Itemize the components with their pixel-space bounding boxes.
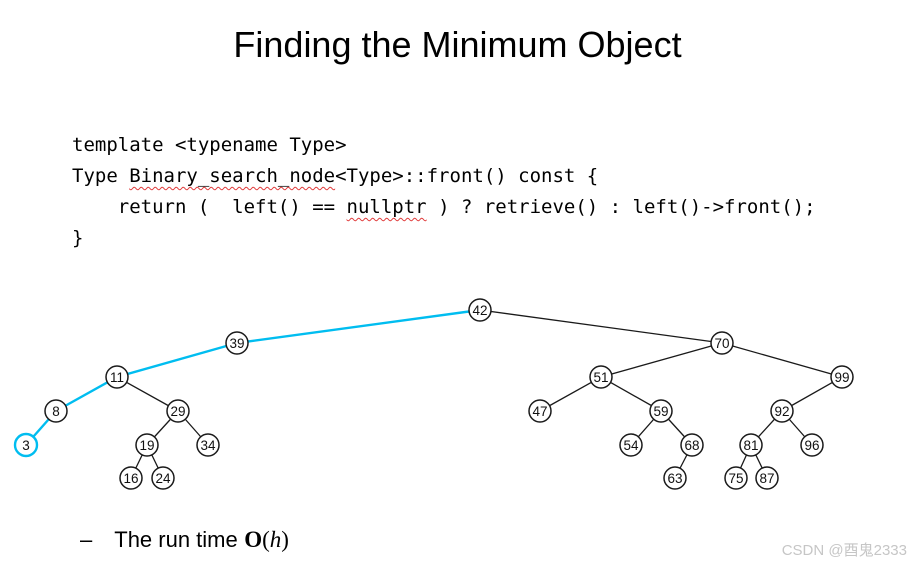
tree-edge-70-99 xyxy=(721,342,843,378)
tree-node-circle xyxy=(468,298,492,322)
run-time-bullet: – The run time O(h) xyxy=(80,527,289,553)
tree-node-value: 70 xyxy=(714,336,729,351)
tree-node-circle xyxy=(13,432,39,458)
tree-node-circle xyxy=(800,433,824,457)
code-line: template <typename Type> xyxy=(72,130,816,161)
height-variable: h xyxy=(269,527,282,552)
tree-node-value: 42 xyxy=(472,303,487,318)
tree-node-circle xyxy=(739,433,763,457)
tree-node-63: 63 xyxy=(663,466,687,490)
tree-node-51: 51 xyxy=(589,365,613,389)
tree-node-circle xyxy=(680,433,704,457)
tree-node-16: 16 xyxy=(119,466,143,490)
tree-node-circle xyxy=(649,399,673,423)
code-text: template <typename Type> xyxy=(72,134,347,156)
tree-node-circle xyxy=(44,399,68,423)
tree-node-value: 63 xyxy=(667,471,682,486)
slide-title: Finding the Minimum Object xyxy=(233,24,682,65)
tree-node-39: 39 xyxy=(225,331,249,355)
tree-node-circle xyxy=(724,466,748,490)
code-line: return ( left() == nullptr ) ? retrieve(… xyxy=(72,192,816,223)
tree-node-circle xyxy=(528,399,552,423)
code-block: template <typename Type> Type Binary_sear… xyxy=(72,130,816,254)
tree-node-circle xyxy=(151,466,175,490)
tree-node-circle xyxy=(225,331,249,355)
misspelled-word: nullptr xyxy=(346,196,427,218)
tree-node-value: 99 xyxy=(834,370,849,385)
tree-node-circle xyxy=(135,433,159,457)
tree-node-value: 29 xyxy=(170,404,185,419)
tree-node-value: 11 xyxy=(110,370,124,385)
code-text: ) ? retrieve() : left()->front(); xyxy=(426,196,816,218)
tree-node-value: 47 xyxy=(532,404,547,419)
tree-edge-42-39-highlighted xyxy=(235,308,482,345)
tree-node-99: 99 xyxy=(830,365,854,389)
tree-node-81: 81 xyxy=(739,433,763,457)
tree-node-circle xyxy=(105,365,129,389)
tree-node-circle xyxy=(755,466,779,490)
tree-node-value: 54 xyxy=(623,438,639,453)
code-text: <Type>::front() const { xyxy=(335,165,599,187)
tree-node-circle xyxy=(710,331,734,355)
big-o-notation: O xyxy=(244,527,263,552)
code-text: } xyxy=(72,227,84,249)
tree-node-value: 16 xyxy=(123,471,138,486)
watermark: CSDN @酉鬼2333 xyxy=(781,542,907,559)
code-line: } xyxy=(72,223,816,254)
tree-node-circle xyxy=(166,399,190,423)
tree-node-92: 92 xyxy=(770,399,794,423)
tree-node-value: 75 xyxy=(728,471,743,486)
tree-edge-39-11-highlighted xyxy=(115,341,239,379)
tree-node-circle xyxy=(619,433,643,457)
tree-node-value: 59 xyxy=(653,404,668,419)
tree-node-68: 68 xyxy=(680,433,704,457)
misspelled-word: Binary_search_node xyxy=(129,165,336,187)
tree-node-54: 54 xyxy=(619,433,643,457)
tree-edge-42-70 xyxy=(479,309,723,344)
bullet-text: The run time xyxy=(114,527,238,552)
tree-node-circle xyxy=(119,466,143,490)
tree-node-value: 68 xyxy=(684,438,699,453)
tree-node-3-highlighted: 3 xyxy=(13,432,39,458)
bullet-dash: – xyxy=(80,527,93,552)
paren-close: ) xyxy=(281,527,289,552)
tree-node-29: 29 xyxy=(166,399,190,423)
tree-node-value: 3 xyxy=(22,438,30,453)
tree-node-11: 11 xyxy=(105,365,129,389)
tree-node-value: 34 xyxy=(200,438,216,453)
tree-node-19: 19 xyxy=(135,433,159,457)
tree-node-circle xyxy=(663,466,687,490)
tree-node-circle xyxy=(589,365,613,389)
tree-node-value: 51 xyxy=(593,370,608,385)
tree-node-59: 59 xyxy=(649,399,673,423)
tree-edge-70-51 xyxy=(600,342,723,378)
tree-node-circle xyxy=(196,433,220,457)
tree-node-96: 96 xyxy=(800,433,824,457)
code-text: Type xyxy=(72,165,130,187)
tree-node-value: 87 xyxy=(759,471,774,486)
tree-node-value: 81 xyxy=(743,438,758,453)
tree-node-70: 70 xyxy=(710,331,734,355)
tree-node-value: 19 xyxy=(139,438,154,453)
tree-node-value: 39 xyxy=(229,336,244,351)
tree-node-value: 96 xyxy=(804,438,819,453)
tree-node-value: 24 xyxy=(155,471,171,486)
code-line: Type Binary_search_node<Type>::front() c… xyxy=(72,161,816,192)
tree-node-value: 92 xyxy=(774,404,789,419)
tree-node-8: 8 xyxy=(44,399,68,423)
tree-node-circle xyxy=(830,365,854,389)
tree-node-circle xyxy=(770,399,794,423)
tree-node-value: 8 xyxy=(52,404,60,419)
tree-node-34: 34 xyxy=(196,433,220,457)
tree-node-87: 87 xyxy=(755,466,779,490)
tree-node-42: 42 xyxy=(468,298,492,322)
tree-node-47: 47 xyxy=(528,399,552,423)
tree-node-75: 75 xyxy=(724,466,748,490)
code-text: return ( left() == xyxy=(72,196,347,218)
tree-node-24: 24 xyxy=(151,466,175,490)
paren-open: ( xyxy=(262,527,270,552)
